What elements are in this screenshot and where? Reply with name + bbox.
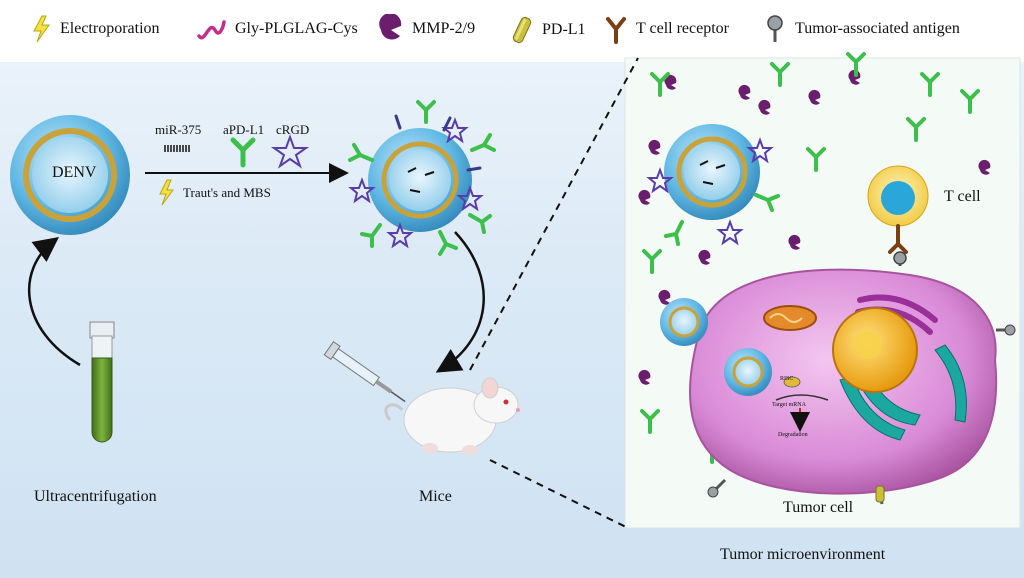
mir-label: miR-375 bbox=[155, 122, 202, 137]
mice-label: Mice bbox=[419, 488, 452, 505]
receptor-icon bbox=[606, 17, 626, 44]
peptide-squiggle-icon bbox=[197, 20, 226, 40]
test-tube bbox=[89, 321, 115, 443]
reagents-label: Traut's and MBS bbox=[183, 185, 271, 200]
crgd-star-icon bbox=[270, 134, 310, 169]
legend-mmp: MMP-2/9 bbox=[378, 14, 475, 44]
electroporation-icon bbox=[159, 179, 174, 206]
free-antibodies bbox=[640, 52, 980, 464]
antigen-pin-icon bbox=[767, 15, 783, 42]
denv-virion bbox=[10, 115, 130, 235]
tcell-label: T cell bbox=[944, 188, 981, 205]
mirna-ticks bbox=[164, 145, 190, 152]
zoom-line-top bbox=[469, 57, 639, 371]
syringe bbox=[323, 340, 406, 403]
tumor-cell bbox=[660, 268, 1016, 505]
ultracentrifugation-label: Ultracentrifugation bbox=[34, 488, 157, 505]
legend-electroporation: Electroporation bbox=[30, 14, 160, 44]
apdl1-label: aPD-L1 bbox=[223, 122, 265, 137]
legend-bar: Electroporation Gly-PLGLAG-Cys MMP-2/9 P… bbox=[0, 0, 1024, 62]
microenvironment-label: Tumor microenvironment bbox=[720, 546, 886, 563]
pdl1-cylinder-icon bbox=[512, 16, 532, 44]
legend-pdl1: PD-L1 bbox=[510, 14, 586, 46]
crgd-label: cRGD bbox=[276, 122, 310, 137]
legend-peptide: Gly-PLGLAG-Cys bbox=[195, 14, 358, 44]
lightning-icon bbox=[33, 15, 50, 43]
risc-label: RISC bbox=[780, 376, 794, 382]
legend-antigen: Tumor-associated antigen bbox=[763, 14, 960, 44]
legend-tcr: T cell receptor bbox=[604, 14, 729, 44]
tumor-cell-label: Tumor cell bbox=[783, 499, 854, 516]
modified-virion bbox=[348, 100, 496, 256]
t-cell bbox=[867, 165, 929, 266]
microenv-virion bbox=[646, 124, 780, 246]
degradation-label: Degradation bbox=[778, 432, 808, 438]
denv-label: DENV bbox=[52, 164, 97, 181]
injection-arrow bbox=[435, 231, 485, 373]
target-mrna-label: Target mRNA bbox=[772, 402, 806, 408]
antibody-icon bbox=[230, 137, 256, 168]
mmp-enzymes bbox=[638, 69, 991, 385]
purification-arrow bbox=[27, 236, 81, 367]
mouse bbox=[384, 377, 520, 455]
zoom-line-bottom bbox=[489, 459, 629, 529]
mmp-enzyme-icon bbox=[379, 14, 402, 40]
